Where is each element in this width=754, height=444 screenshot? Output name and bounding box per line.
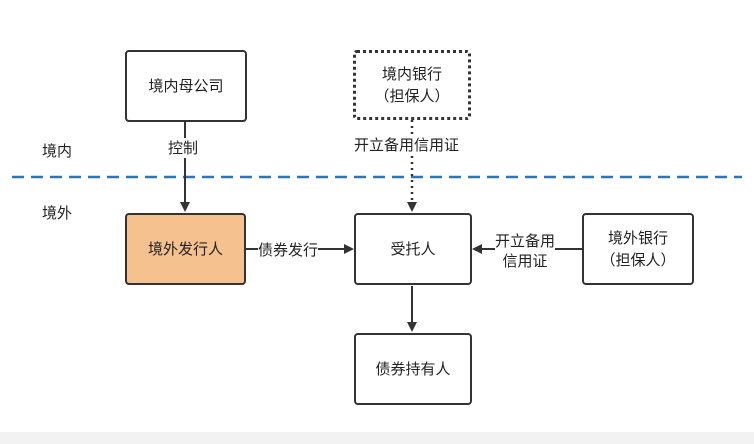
domestic-parent-node: 境内母公司 — [125, 50, 247, 122]
trustee-label: 受托人 — [390, 240, 436, 258]
overseas-issuer-label: 境外发行人 — [147, 240, 223, 258]
trustee-node: 受托人 — [354, 213, 472, 285]
domestic-bank-node: 境内银行 （担保人） — [353, 50, 471, 120]
overseas-loc-edge-line2: 信用证 — [502, 252, 548, 270]
overseas-zone-label: 境外 — [42, 204, 73, 222]
domestic-loc-edge-label: 开立备用信用证 — [354, 135, 460, 155]
bondholder-label: 债券持有人 — [375, 360, 451, 378]
control-edge-label: 控制 — [168, 138, 199, 158]
issue-edge-label: 债券发行 — [258, 240, 319, 260]
domestic-bank-name: 境内银行 — [381, 65, 442, 83]
domestic-bank-role: （担保人） — [374, 87, 450, 105]
overseas-bank-name: 境外银行 — [607, 229, 668, 247]
bondholder-node: 债券持有人 — [354, 333, 472, 405]
overseas-bank-role: （担保人） — [600, 251, 676, 269]
overseas-loc-edge-line1: 开立备用 — [495, 232, 556, 250]
overseas-issuer-node: 境外发行人 — [125, 213, 246, 285]
overseas-bank-node: 境外银行 （担保人） — [582, 213, 694, 285]
bottom-band — [0, 432, 754, 444]
domestic-zone-label: 境内 — [42, 142, 73, 160]
overseas-loc-edge-label: 开立备用 信用证 — [495, 231, 556, 271]
domestic-parent-label: 境内母公司 — [148, 77, 224, 95]
